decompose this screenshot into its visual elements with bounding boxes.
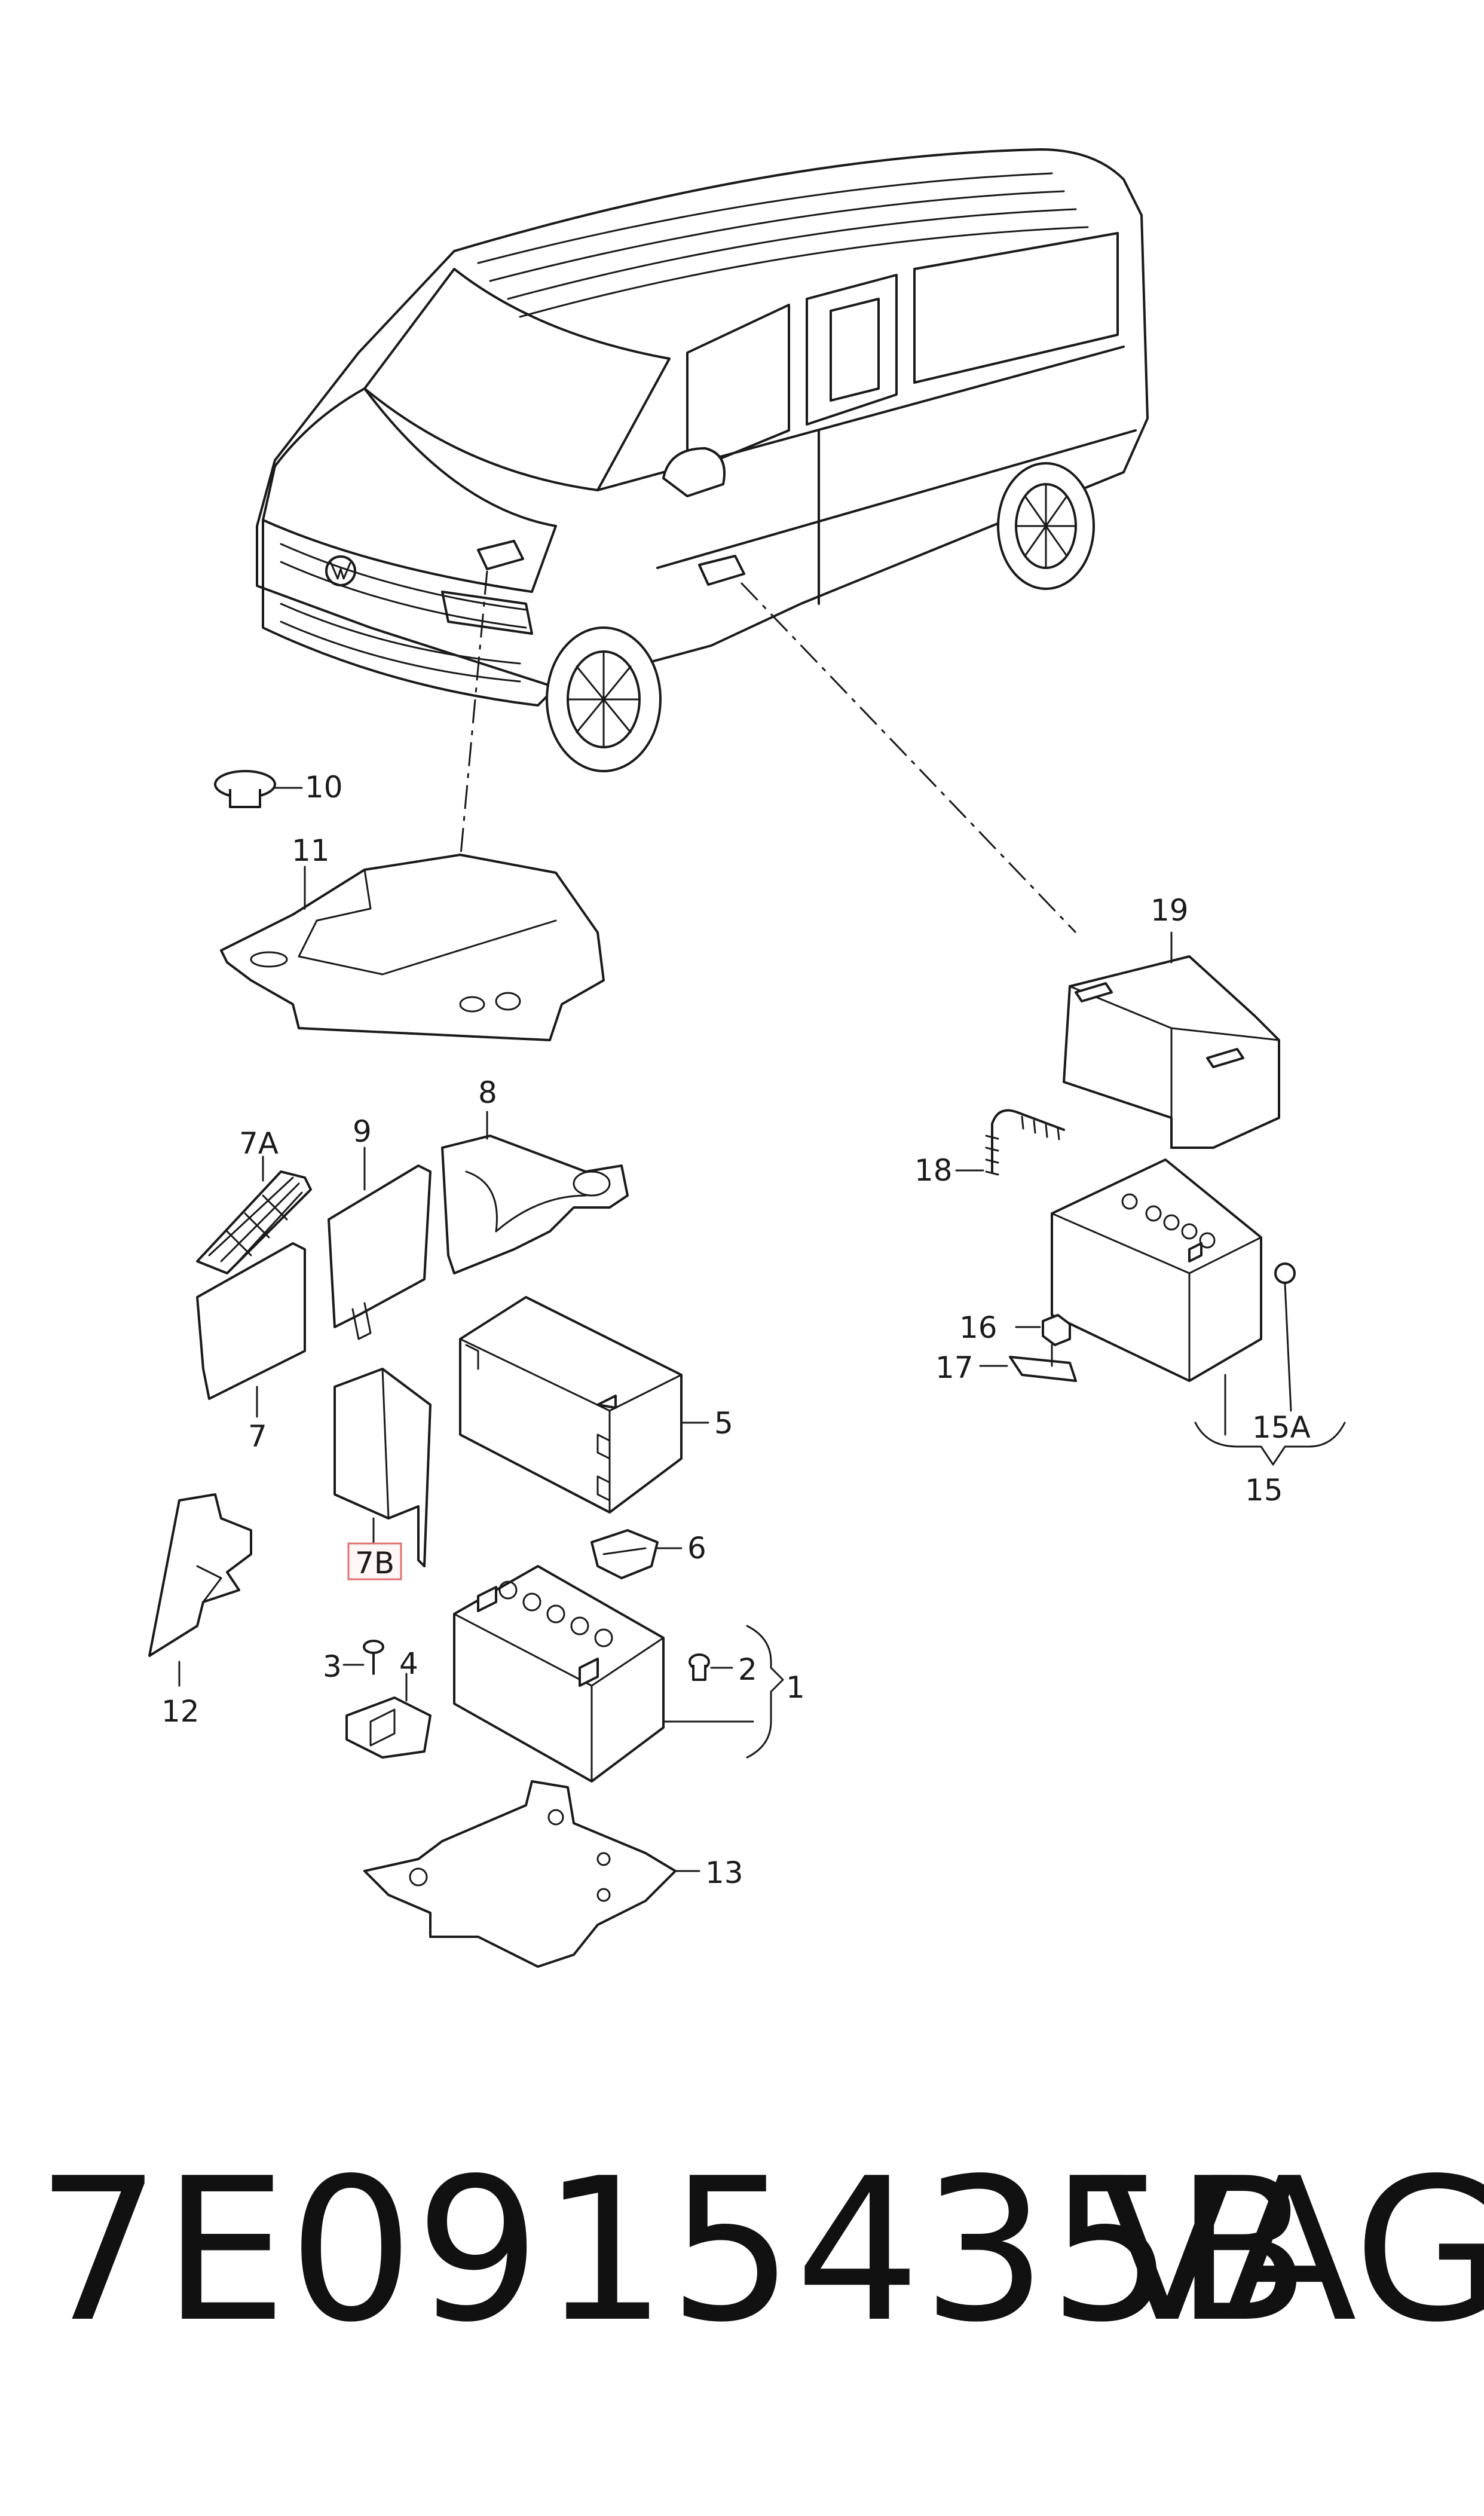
callout-6: 6 [687,1531,706,1566]
leader-line-rear [740,582,1077,934]
callout-7a: 7A [239,1126,279,1161]
part-number: 7E0915435B [36,2136,1312,2365]
part-1-battery [453,1565,754,1783]
part-10-clip [214,770,303,808]
part-11-cover-panel [220,854,605,1041]
callout-17: 17 [935,1350,974,1385]
callout-11: 11 [292,833,330,868]
callout-4: 4 [399,1646,418,1681]
part-2-bolt [689,1625,784,1759]
part-13-base-plate [363,1780,700,1968]
callout-7b-highlight [347,1542,402,1580]
part-7b-pad [333,1368,432,1567]
callout-15a: 15A [1252,1410,1311,1445]
callout-13: 13 [705,1855,743,1890]
callout-12: 12 [161,1694,200,1729]
part-8-duct [441,1111,629,1274]
part-16-nut [1015,1314,1071,1346]
part-3-screw [342,1640,384,1675]
part-4-clamp [345,1673,432,1759]
callout-15: 15 [1245,1473,1283,1508]
part-6-terminal-cap [590,1529,683,1579]
callout-7: 7 [248,1419,267,1454]
callout-8: 8 [478,1075,497,1110]
callout-2: 2 [738,1652,757,1687]
part-12-bracket [148,1493,252,1687]
van-illustration [256,148,1149,772]
part-19-battery-cover [1063,931,1280,1149]
part-18-vent-hose [955,1109,1065,1176]
exploded-view-drawing: 10 11 19 18 [148,148,1346,1968]
part-7-panel [196,1242,306,1418]
callout-10: 10 [305,770,343,805]
callout-18: 18 [914,1153,953,1188]
callout-19: 19 [1151,893,1189,928]
part-9-panel [328,1147,432,1340]
part-15-battery [1051,1158,1346,1466]
callout-7b: 7B [355,1546,394,1580]
callout-3: 3 [323,1649,342,1684]
brand-label: VAG [1100,2136,1484,2365]
callout-5: 5 [714,1406,733,1441]
callout-9: 9 [353,1114,372,1149]
leader-line-front [459,570,488,861]
part-17-bracket [979,1344,1077,1382]
callout-16: 16 [959,1310,998,1345]
part-7a-grid-cover [196,1155,312,1274]
part-5-battery-box [459,1296,709,1514]
callout-1: 1 [786,1670,805,1705]
